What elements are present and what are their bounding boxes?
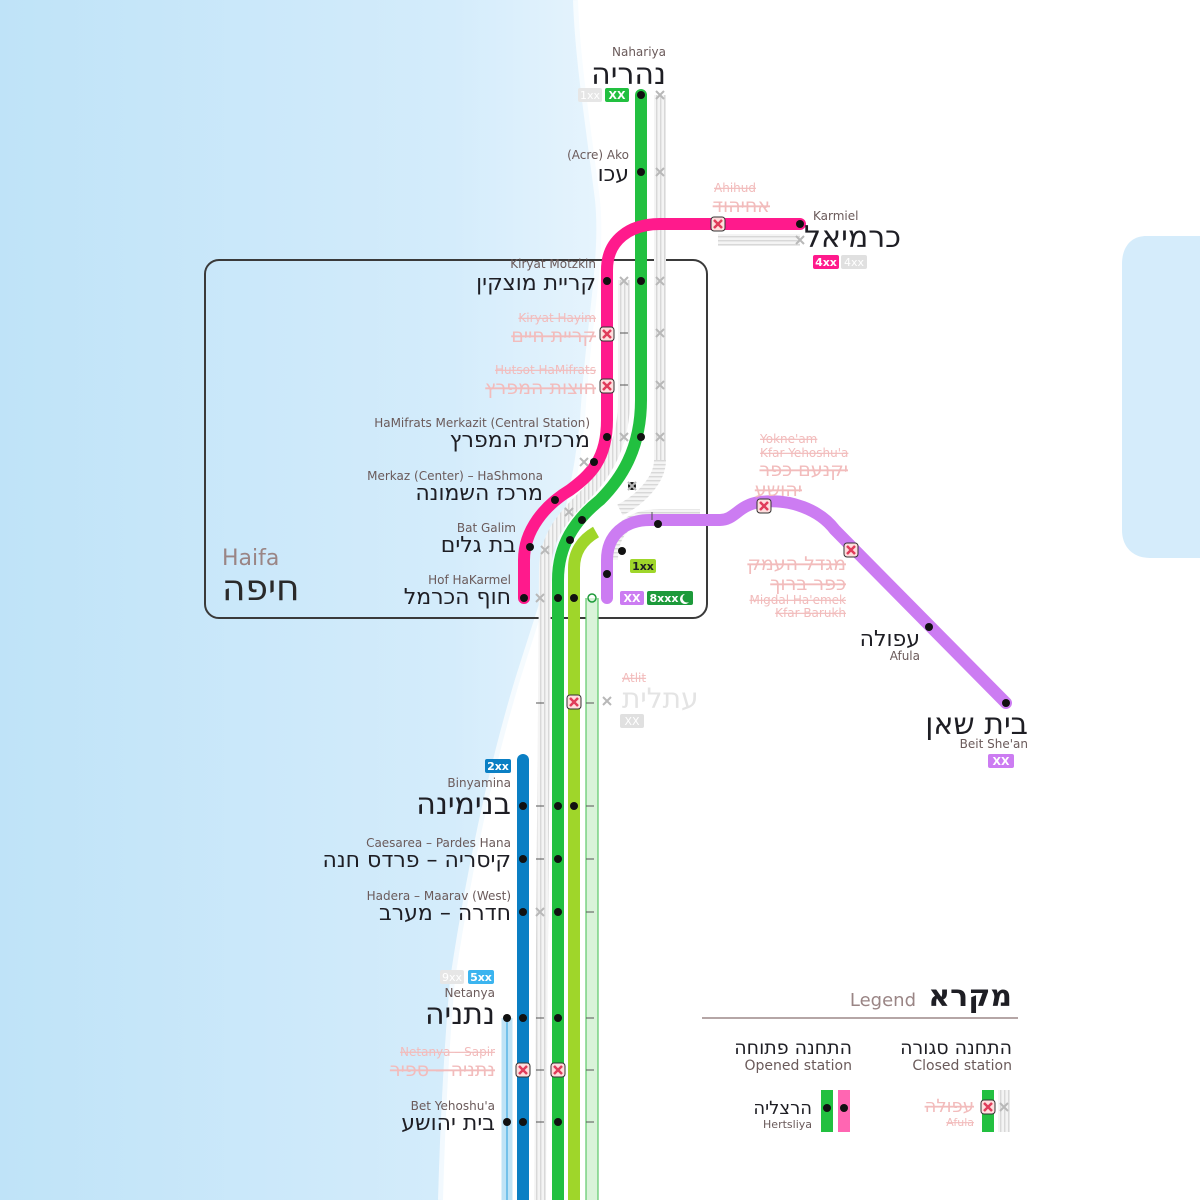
badges-nahariya: 1xx XX	[578, 88, 629, 102]
legend-sample-open-he: הרצליה	[753, 1098, 812, 1119]
badge-karmiel-1: 4xx	[815, 256, 837, 269]
badges-binyamina: 2xx	[485, 759, 511, 773]
line-lightgreen	[585, 598, 599, 1200]
station-hadera-en: Hadera – Maarav (West)	[367, 889, 511, 903]
badges-netanya: 9xx 5xx	[440, 970, 494, 984]
station-bet-yehoshua-en: Bet Yehoshu'a	[411, 1099, 495, 1113]
badge-netanya-2: 5xx	[470, 971, 492, 984]
station-hutsot-he: חוצות המפרץ	[485, 377, 596, 399]
station-hamifrats-he: מרכזית המפרץ	[450, 428, 590, 453]
station-beit-shean-he: בית שאן	[925, 707, 1028, 742]
station-netanya-sapir-en: Netanya – Sapir	[400, 1045, 495, 1059]
legend-opened-he: התחנה פתוחה	[734, 1037, 852, 1059]
coastline	[438, 0, 607, 1200]
station-ako-he: עכו	[598, 162, 629, 187]
badge-netanya-1: 9xx	[442, 971, 463, 984]
sea	[0, 0, 602, 1200]
line-purple	[601, 495, 1012, 709]
badge-hof-3: 8xxx	[650, 592, 679, 605]
station-kiryat-hayim-en: Kiryat Hayim	[518, 311, 596, 325]
station-nahariya-en: Nahariya	[612, 45, 666, 59]
station-atlit-en: Atlit	[622, 671, 646, 685]
legend-sample-closed-en: Afula	[946, 1116, 974, 1129]
station-hutsot-en: Hutsot HaMifrats	[495, 363, 596, 377]
legend-closed-grey-line	[998, 1090, 1010, 1132]
station-hof-hakarmel-en: Hof HaKarmel	[428, 573, 511, 587]
station-ahihud-en: Ahihud	[714, 181, 756, 195]
station-kiryat-hayim-he: קריית חיים	[511, 325, 596, 347]
badges-beit-shean: XX	[988, 754, 1014, 768]
badge-hof-1: 1xx	[632, 560, 654, 573]
station-netanya-he: נתניה	[425, 997, 495, 1032]
station-ahihud-he: אחיהוד	[713, 195, 770, 217]
legend-closed-he: התחנה סגורה	[900, 1037, 1012, 1059]
station-bat-galim-he: בת גלים	[441, 533, 516, 558]
badges-karmiel: 4xx 4xx	[813, 255, 867, 269]
station-migdal-en1: Migdal Ha'emek	[749, 593, 846, 607]
station-yokneam-en2: Kfar Yehoshu'a	[760, 446, 848, 460]
line-blue	[501, 754, 529, 1200]
station-karmiel-en: Karmiel	[813, 209, 858, 223]
station-yokneam-en1: Yokne'am	[759, 432, 817, 446]
badge-beit-shean-1: XX	[993, 755, 1010, 768]
station-yokneam-he1: יקנעם כפר	[759, 459, 848, 481]
badge-nahariya-1: 1xx	[580, 89, 601, 102]
station-hamifrats-en: HaMifrats Merkazit (Central Station)	[374, 416, 590, 430]
station-yokneam-he2: יהושע	[755, 479, 802, 501]
badge-karmiel-2: 4xx	[844, 256, 865, 269]
station-bet-yehoshua-he: בית יהושע	[401, 1111, 495, 1136]
badge-hof-2: XX	[624, 592, 641, 605]
station-binyamina-he: בנימינה	[416, 787, 511, 822]
badges-atlit: XX	[620, 714, 644, 728]
station-karmiel-he: כרמיאל	[804, 220, 901, 255]
legend-sample-closed-he: עפולה	[925, 1096, 974, 1117]
badges-hof-hakarmel: 1xx XX 8xxx	[620, 559, 693, 605]
station-kiryat-motzkin-en: Kiryat Motzkin	[510, 257, 596, 271]
badge-binyamina-1: 2xx	[487, 760, 509, 773]
station-kiryat-motzkin-he: קריית מוצקין	[476, 271, 596, 296]
line-lime	[568, 526, 600, 1200]
station-binyamina-en: Binyamina	[447, 776, 511, 790]
station-ako-en: (Acre) Ako	[567, 148, 629, 162]
legend-opened-en: Opened station	[744, 1058, 852, 1074]
station-hadera-he: חדרה – מערב	[379, 901, 511, 926]
legend-title-en: Legend	[850, 990, 916, 1011]
station-afula-he: עפולה	[860, 627, 920, 652]
legend-closed-en: Closed station	[912, 1058, 1012, 1074]
badge-nahariya-2: XX	[609, 89, 626, 102]
station-migdal-he2: כפר ברוך	[770, 573, 846, 595]
station-caesarea-he: קיסריה – פרדס חנה	[323, 848, 512, 873]
station-hof-hakarmel-he: חוף הכרמל	[404, 585, 511, 610]
station-hashmona-he: מרכז השמונה	[415, 481, 543, 506]
region-label-en: Haifa	[222, 546, 279, 571]
lake	[1122, 236, 1200, 558]
haifa-region-frame	[204, 259, 708, 619]
legend-sample-open-en: Hertsliya	[763, 1118, 812, 1131]
region-label-he: חיפה	[222, 568, 300, 609]
badge-atlit-1: XX	[624, 715, 640, 728]
station-atlit-he: עתלית	[622, 682, 699, 715]
moon-icon	[680, 594, 689, 605]
legend-title-he: מקרא	[928, 979, 1012, 1014]
station-hashmona-en: Merkaz (Center) – HaShmona	[367, 469, 543, 483]
station-netanya-sapir-he: נתניה – ספיר	[390, 1059, 495, 1081]
station-nahariya-he: נהריה	[591, 57, 666, 92]
station-migdal-he1: מגדל העמק	[747, 553, 846, 575]
station-afula-en: Afula	[890, 649, 920, 663]
station-caesarea-en: Caesarea – Pardes Hana	[366, 836, 511, 850]
station-migdal-en2: Kfar Barukh	[775, 606, 846, 620]
station-netanya-en: Netanya	[445, 986, 495, 1000]
legend: מקרא Legend התחנה פתוחה Opened station ה…	[702, 979, 1018, 1132]
station-markers	[503, 90, 1010, 1126]
line-green	[552, 89, 647, 1200]
station-beit-shean-en: Beit She'an	[960, 737, 1028, 751]
station-bat-galim-en: Bat Galim	[457, 521, 516, 535]
